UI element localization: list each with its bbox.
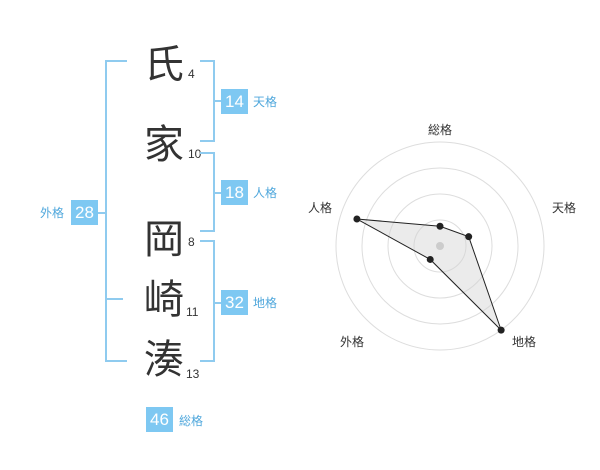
name-char-5: 湊 [144, 337, 184, 383]
gaikaku-connector [97, 212, 107, 214]
soukaku-value: 46 [146, 407, 173, 432]
stroke-count-5: 13 [186, 367, 200, 381]
radar-polygon [356, 218, 502, 331]
radar-chart: 総格 天格 地格 外格 人格 [308, 122, 576, 351]
jinkaku-label: 人格 [253, 186, 278, 200]
name-char-2: 家 [144, 122, 184, 168]
tenkaku-label: 天格 [253, 95, 278, 109]
radar-label-gaikaku: 外格 [340, 334, 364, 349]
jinkaku-value: 18 [221, 180, 248, 205]
radar-label-soukaku: 総格 [428, 122, 452, 137]
chikaku-connector [213, 302, 223, 304]
chikaku-bracket [200, 240, 215, 362]
gaikaku-bracket-tick [105, 298, 123, 300]
name-char-4: 崎 [144, 277, 184, 323]
stroke-count-3: 8 [188, 235, 195, 249]
radar-ring [387, 193, 493, 299]
name-char-3: 岡 [144, 217, 184, 263]
tenkaku-connector [213, 100, 223, 102]
radar-point [497, 326, 505, 334]
radar-point [465, 233, 473, 241]
chikaku-label: 地格 [253, 296, 278, 310]
soukaku-label: 総格 [179, 414, 204, 428]
radar-point [353, 215, 361, 223]
radar-point [436, 222, 444, 230]
name-char-1: 氏 [144, 42, 184, 88]
radar-ring [335, 141, 545, 351]
radar-ring [413, 219, 467, 273]
tenkaku-value: 14 [221, 89, 248, 114]
radar-ring [361, 167, 519, 325]
radar-point [426, 255, 434, 263]
radar-label-jinkaku: 人格 [308, 200, 332, 215]
radar-label-tenkaku: 天格 [552, 200, 576, 215]
gaikaku-bracket [105, 60, 127, 362]
radar-rings [335, 141, 545, 351]
radar-label-chikaku: 地格 [512, 334, 536, 349]
radar-center-dot [436, 242, 444, 250]
stroke-count-4: 11 [186, 305, 199, 319]
chikaku-value: 32 [221, 290, 248, 315]
gaikaku-value: 28 [71, 200, 98, 225]
stroke-count-2: 10 [188, 147, 202, 161]
jinkaku-connector [213, 192, 223, 194]
gaikaku-label: 外格 [40, 206, 65, 220]
stroke-count-1: 4 [188, 67, 195, 81]
